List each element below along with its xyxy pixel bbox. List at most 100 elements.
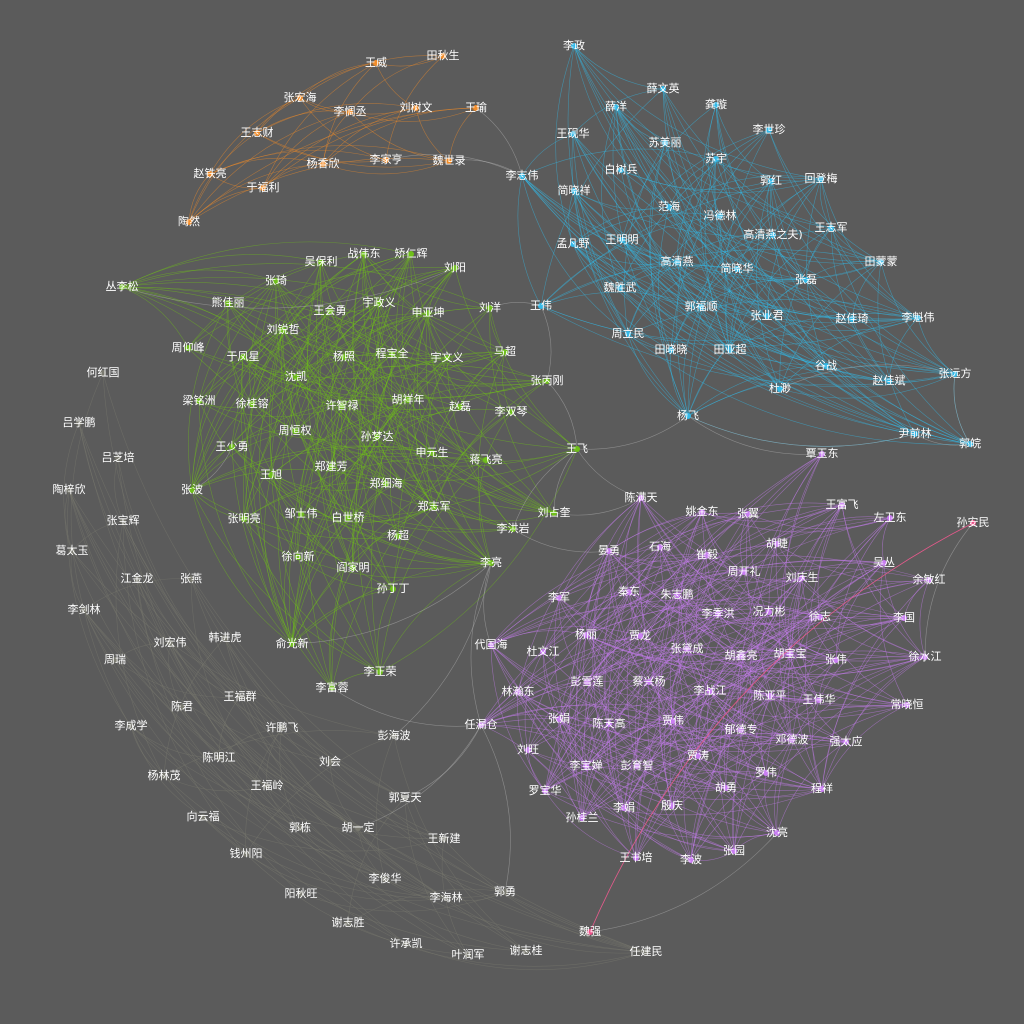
node-dot[interactable] [571,43,577,49]
node-叶润军[interactable] [465,952,471,958]
node-dot[interactable] [525,747,531,753]
node-张娟[interactable] [556,716,562,722]
node-dot[interactable] [446,158,452,164]
node-dot[interactable] [734,266,740,272]
node-郑建芳[interactable] [328,464,334,470]
node-dot[interactable] [818,176,824,182]
node-dot[interactable] [508,409,514,415]
node-dot[interactable] [189,487,195,493]
node-dot[interactable] [674,592,680,598]
node-dot[interactable] [429,450,435,456]
node-高清燕[interactable] [674,259,680,265]
node-李世珍[interactable] [766,127,772,133]
node-陈亚平[interactable] [767,693,773,699]
node-代国海[interactable] [488,642,494,648]
node-李亮[interactable] [488,560,494,566]
node-陈满天[interactable] [638,495,644,501]
node-dot[interactable] [431,504,437,510]
node-dot[interactable] [249,401,255,407]
node-胡勇[interactable] [723,785,729,791]
node-dot[interactable] [440,53,446,59]
node-dot[interactable] [483,457,489,463]
node-王伟华[interactable] [816,697,822,703]
node-dot[interactable] [803,277,809,283]
node-dot[interactable] [222,635,228,641]
node-郭夏天[interactable] [402,795,408,801]
node-dot[interactable] [618,167,624,173]
node-dot[interactable] [395,533,401,539]
node-李双琴[interactable] [508,409,514,415]
node-王会勇[interactable] [327,308,333,314]
node-李魁伟[interactable] [915,315,921,321]
node-王飞[interactable] [574,446,580,452]
node-任建民[interactable] [643,949,649,955]
node-陶梓欣[interactable] [66,487,72,493]
node-dot[interactable] [766,609,772,615]
node-刘宏伟[interactable] [167,640,173,646]
node-dot[interactable] [237,694,243,700]
node-dot[interactable] [297,95,303,101]
node-dot[interactable] [167,640,173,646]
node-田亚超[interactable] [727,347,733,353]
node-dot[interactable] [556,595,562,601]
node-dot[interactable] [713,102,719,108]
node-dot[interactable] [904,702,910,708]
node-dot[interactable] [186,219,192,225]
node-王志军[interactable] [828,225,834,231]
node-dot[interactable] [843,739,849,745]
node-程宝全[interactable] [389,351,395,357]
node-范海[interactable] [666,204,672,210]
node-dot[interactable] [684,646,690,652]
node-王福群[interactable] [237,694,243,700]
node-张磊[interactable] [803,277,809,283]
node-dot[interactable] [382,876,388,882]
node-谷战[interactable] [823,363,829,369]
node-覃玉东[interactable] [819,451,825,457]
node-dot[interactable] [625,331,631,337]
node-dot[interactable] [225,300,231,306]
node-王志财[interactable] [254,130,260,136]
node-dot[interactable] [502,889,508,895]
node-白世桥[interactable] [345,515,351,521]
node-田蒙蒙[interactable] [878,259,884,265]
node-王威[interactable] [373,60,379,66]
node-于福利[interactable] [260,185,266,191]
node-王明明[interactable] [619,237,625,243]
node-dot[interactable] [816,697,822,703]
node-李季洪[interactable] [715,611,721,617]
node-晏勇[interactable] [606,548,612,554]
node-丛李松[interactable] [119,284,125,290]
node-dot[interactable] [887,515,893,521]
node-dot[interactable] [389,351,395,357]
node-dot[interactable] [613,104,619,110]
node-简晓祥[interactable] [571,188,577,194]
node-dot[interactable] [540,649,546,655]
node-孙安民[interactable] [970,520,976,526]
node-dot[interactable] [327,308,333,314]
node-dot[interactable] [670,718,676,724]
node-dot[interactable] [473,105,479,111]
node-常晓恒[interactable] [904,702,910,708]
node-沈凯[interactable] [293,374,299,380]
node-dot[interactable] [264,783,270,789]
node-姚金东[interactable] [699,509,705,515]
node-何红国[interactable] [100,370,106,376]
node-李国[interactable] [901,615,907,621]
node-石海[interactable] [657,544,663,550]
node-dot[interactable] [320,161,326,167]
node-薛文英[interactable] [660,86,666,92]
node-dot[interactable] [510,526,516,532]
node-刘占奎[interactable] [551,510,557,516]
node-张明亮[interactable] [241,516,247,522]
node-罗伟[interactable] [763,770,769,776]
node-刘庆生[interactable] [799,575,805,581]
node-徐志[interactable] [817,614,823,620]
node-刘旺[interactable] [525,747,531,753]
node-dot[interactable] [355,825,361,831]
node-李洪岩[interactable] [510,526,516,532]
node-张业君[interactable] [764,313,770,319]
node-dot[interactable] [662,140,668,146]
node-杨香欣[interactable] [320,161,326,167]
node-dot[interactable] [731,848,737,854]
node-任漏仓[interactable] [478,722,484,728]
